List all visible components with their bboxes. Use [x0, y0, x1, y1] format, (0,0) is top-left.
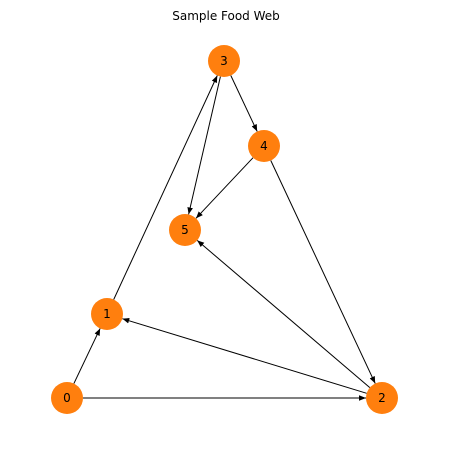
- node-2: 2: [366, 382, 398, 414]
- edge-4-to-5: [195, 157, 254, 219]
- edge-3-to-4: [230, 75, 258, 132]
- node-label: 4: [260, 139, 268, 153]
- node-circle: [208, 45, 240, 77]
- diagram-title: Sample Food Web: [172, 9, 280, 23]
- nodes-layer: 0 1 2 3 4 5: [51, 45, 398, 414]
- edge-3-to-5: [187, 76, 221, 215]
- node-0: 0: [51, 382, 83, 414]
- node-label: 5: [181, 223, 189, 237]
- node-4: 4: [248, 130, 280, 162]
- node-circle: [248, 130, 280, 162]
- node-label: 2: [378, 391, 386, 405]
- edge-4-to-2: [270, 160, 376, 384]
- node-circle: [91, 298, 123, 330]
- node-label: 0: [63, 391, 71, 405]
- edge-1-to-3: [113, 75, 218, 300]
- node-1: 1: [91, 298, 123, 330]
- node-circle: [169, 214, 201, 246]
- node-label: 1: [103, 307, 111, 321]
- node-3: 3: [208, 45, 240, 77]
- edges-layer: [73, 75, 376, 401]
- node-circle: [366, 382, 398, 414]
- edge-0-to-1: [73, 328, 101, 384]
- node-label: 3: [220, 54, 228, 68]
- edge-2-to-1: [122, 318, 367, 394]
- node-5: 5: [169, 214, 201, 246]
- edge-2-to-5: [196, 240, 371, 388]
- node-circle: [51, 382, 83, 414]
